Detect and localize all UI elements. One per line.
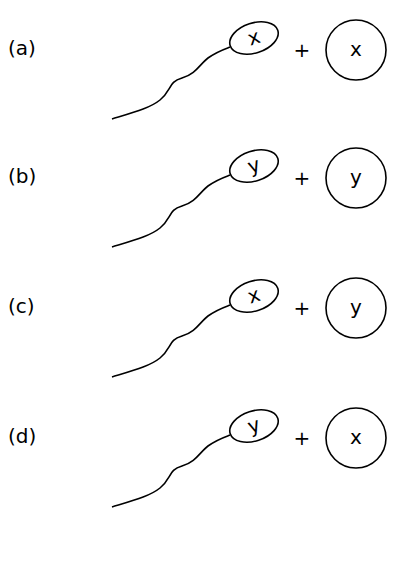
sperm-head-outline xyxy=(226,404,283,448)
plus-sign: + xyxy=(294,428,311,448)
egg-cell: x xyxy=(325,19,387,81)
sperm-head-outline xyxy=(226,16,283,60)
plus-sign: + xyxy=(294,40,311,60)
sperm-head: y xyxy=(224,143,283,190)
sperm-head-outline xyxy=(226,274,283,318)
sperm-tail xyxy=(112,435,230,507)
row-label: (c) xyxy=(8,296,35,316)
sperm-head: x xyxy=(224,273,283,320)
egg-cell-outline xyxy=(326,408,386,468)
row-label: (b) xyxy=(8,166,36,186)
egg-cell: y xyxy=(325,277,387,339)
sperm-head-outline xyxy=(226,144,283,188)
sperm-tail xyxy=(112,305,230,377)
egg-cell: y xyxy=(325,147,387,209)
egg-cell-outline xyxy=(326,148,386,208)
sperm-head: x xyxy=(224,15,283,62)
sperm-tail xyxy=(112,47,230,119)
egg-cell: x xyxy=(325,407,387,469)
cell-letter: x xyxy=(350,427,362,447)
cell-letter: x xyxy=(350,39,362,59)
sperm-head: y xyxy=(224,403,283,450)
cell-letter: y xyxy=(350,167,362,187)
egg-cell-outline xyxy=(326,278,386,338)
row-label: (a) xyxy=(8,38,36,58)
sperm-tail xyxy=(112,175,230,247)
plus-sign: + xyxy=(294,298,311,318)
cell-letter: y xyxy=(350,297,362,317)
egg-cell-outline xyxy=(326,20,386,80)
plus-sign: + xyxy=(294,168,311,188)
row-label: (d) xyxy=(8,426,36,446)
